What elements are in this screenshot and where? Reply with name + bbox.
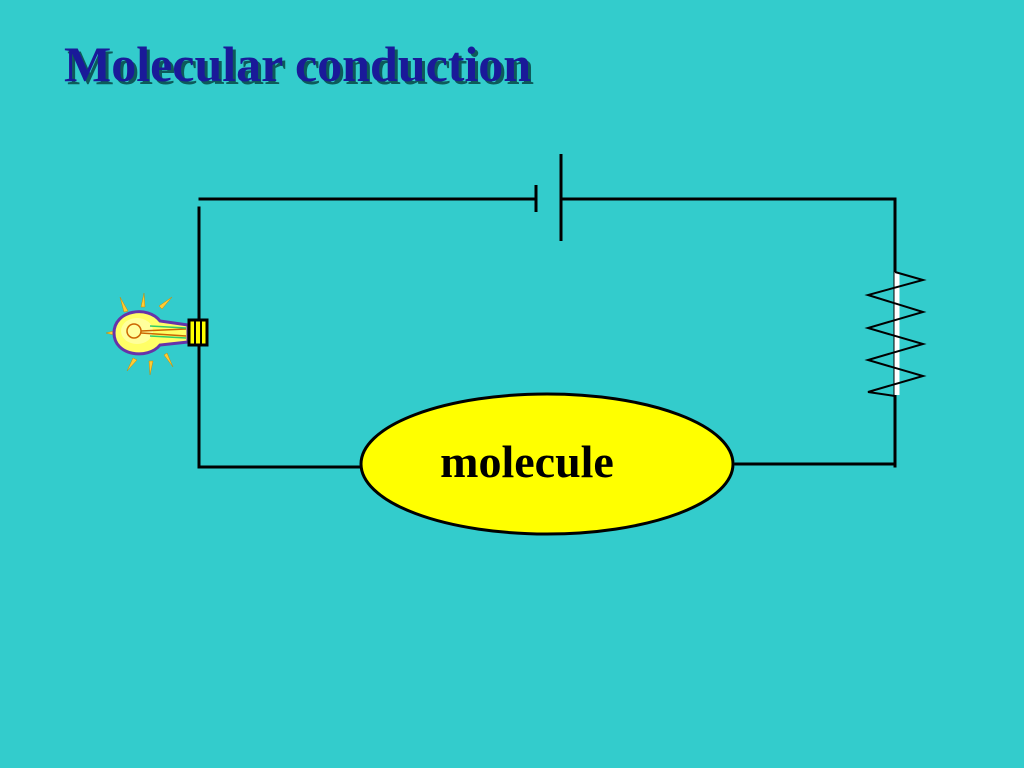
light-bulb-icon <box>105 292 209 376</box>
slide-title: Molecular conduction <box>64 36 532 92</box>
resistor-icon <box>864 271 927 397</box>
battery-icon <box>534 154 563 241</box>
molecule-ellipse <box>359 392 735 536</box>
molecule-label: molecule <box>440 436 614 487</box>
